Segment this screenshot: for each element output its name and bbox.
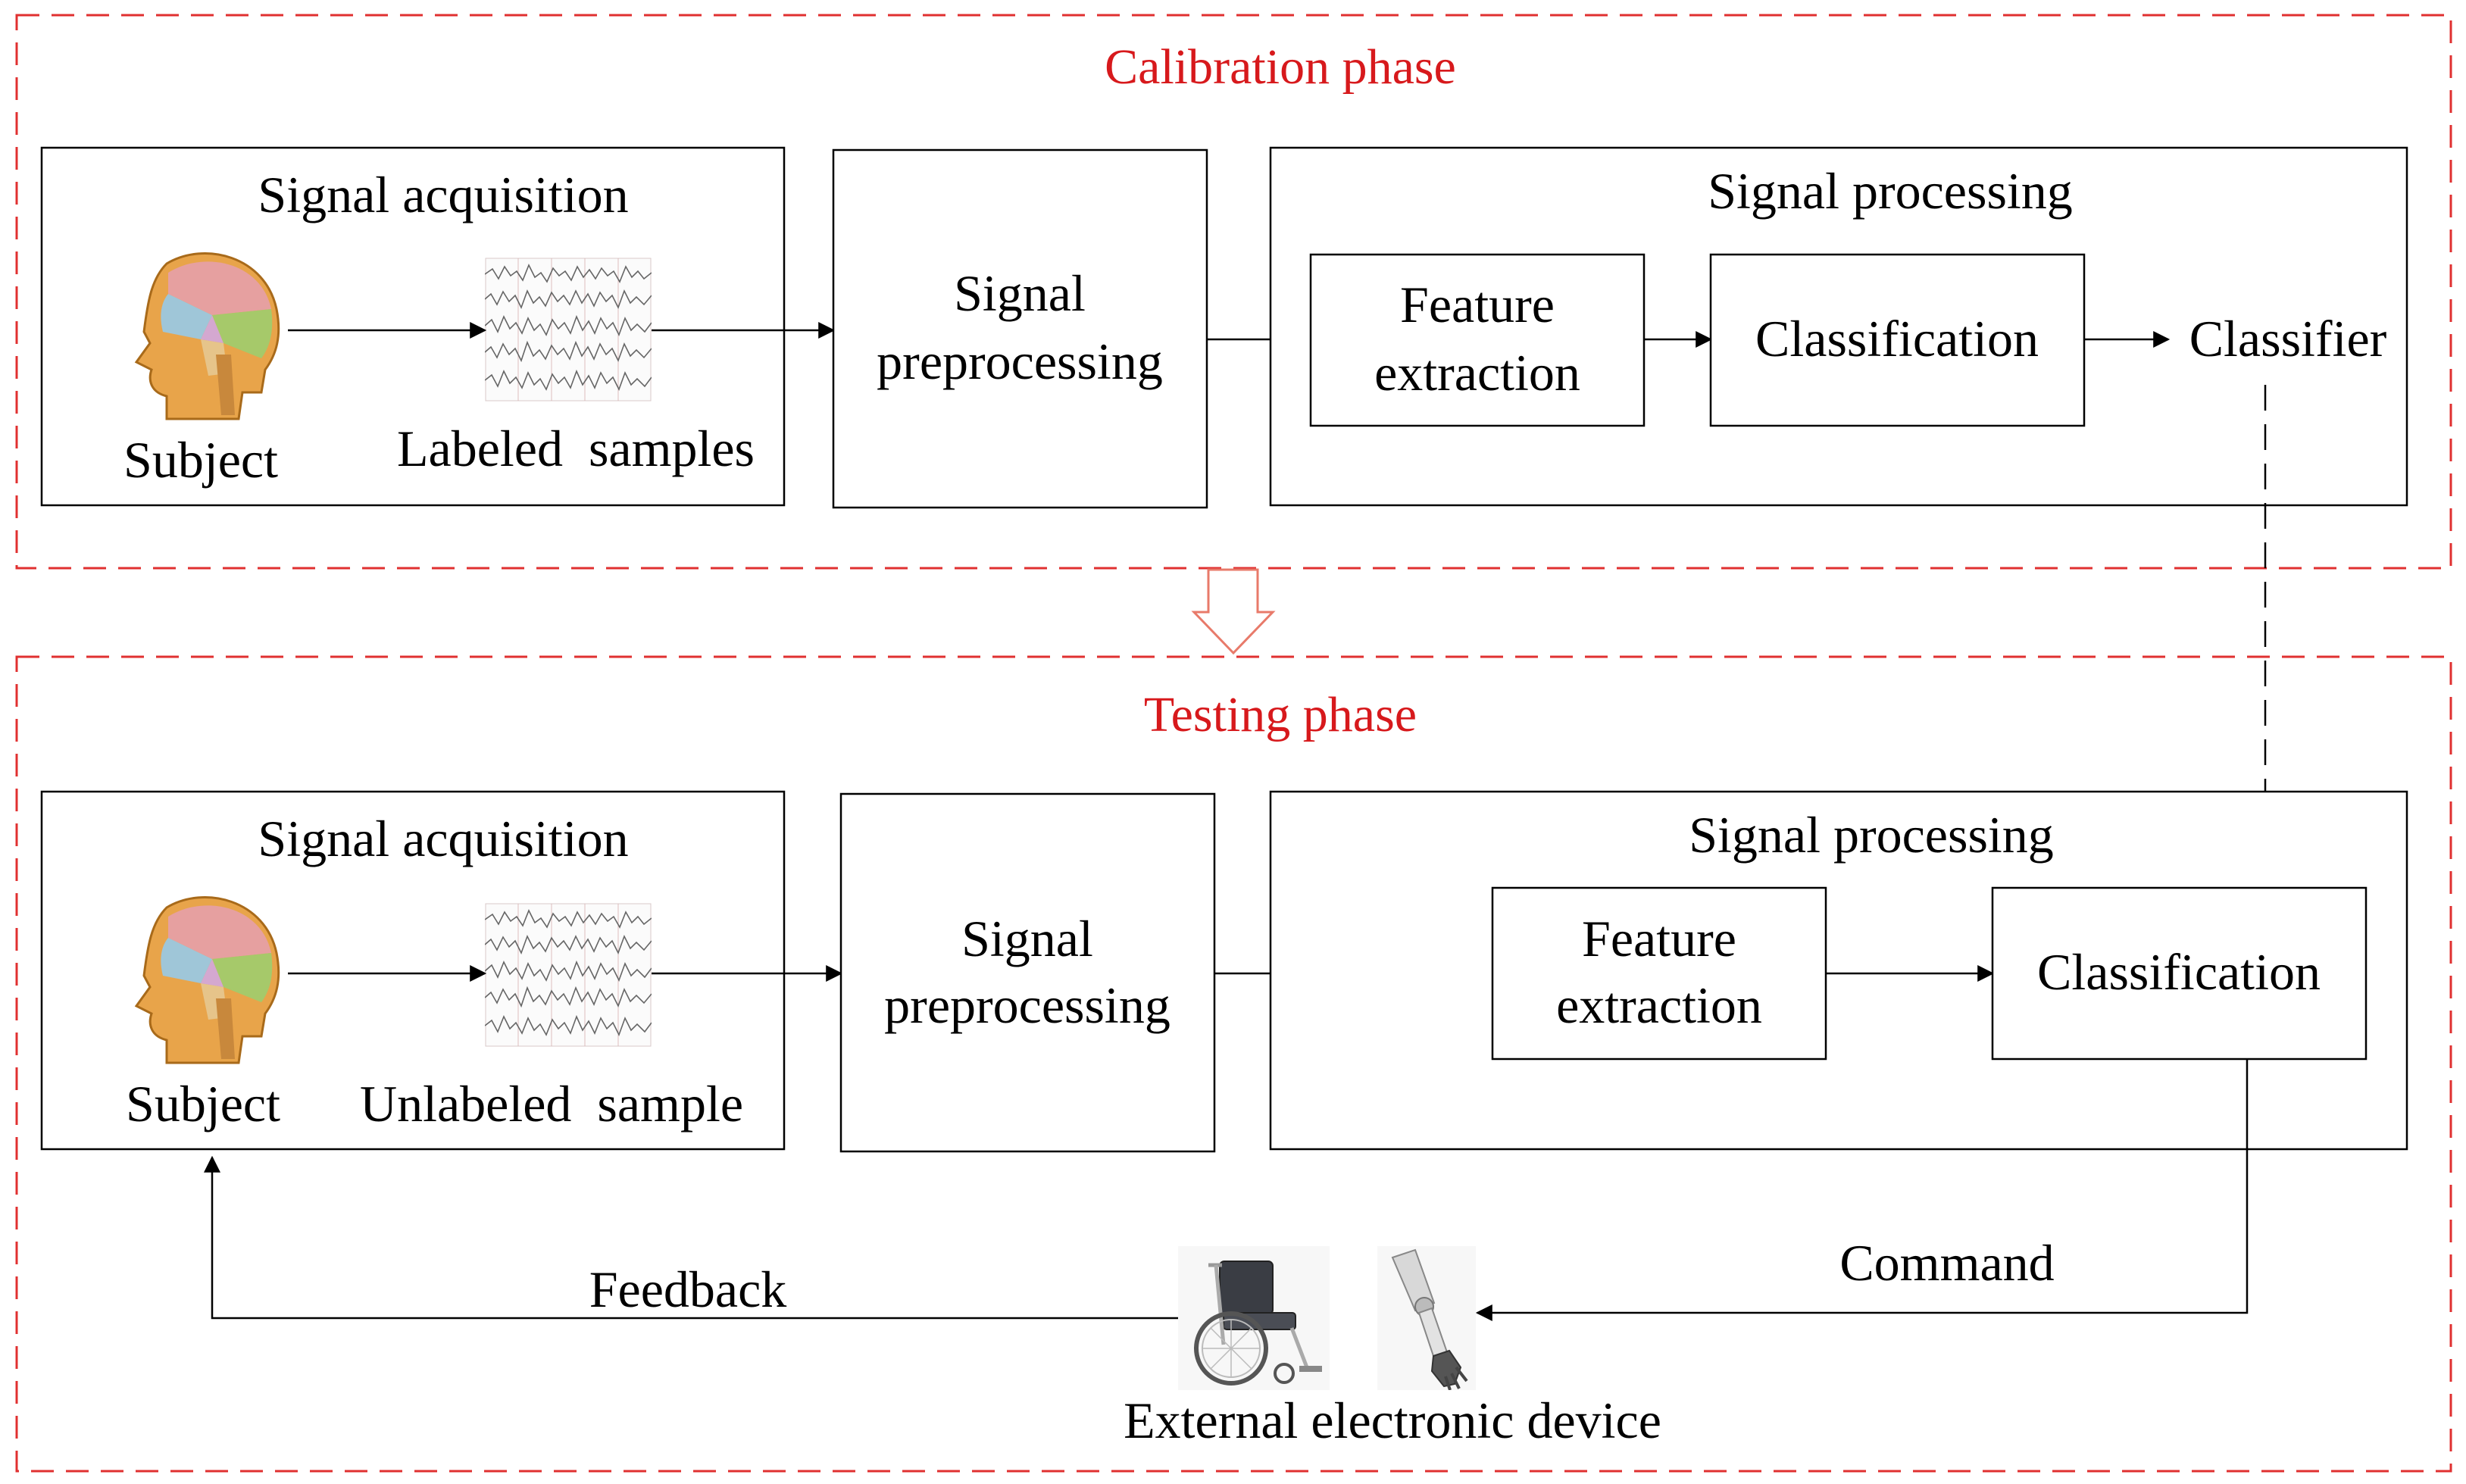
calibration-classification-box bbox=[1709, 253, 2086, 427]
calibration-feature-extraction-box bbox=[1309, 253, 1646, 427]
testing-phase: Testing phase Signal acquisition Subject… bbox=[15, 655, 2452, 1473]
calibration-eeg-waveform-icon bbox=[485, 258, 652, 401]
calibration-preprocessing-line2: preprocessing bbox=[877, 333, 1163, 390]
calibration-preprocessing-box bbox=[832, 148, 1208, 509]
calibration-acquisition-title: Signal acquisition bbox=[258, 166, 628, 223]
testing-feature-extraction-box bbox=[1491, 886, 1827, 1061]
calibration-subject-label: Subject bbox=[123, 431, 278, 489]
testing-phase-title: Testing phase bbox=[1144, 687, 1417, 742]
calibration-feature-line1: Feature bbox=[1400, 276, 1555, 333]
wheelchair-icon bbox=[1178, 1246, 1330, 1390]
testing-preprocessing-line1: Signal bbox=[961, 910, 1093, 967]
testing-preprocessing-box bbox=[839, 792, 1216, 1153]
testing-samples-label: Unlabeled sample bbox=[360, 1075, 743, 1133]
calibration-classification-label: Classification bbox=[1755, 310, 2039, 367]
testing-eeg-waveform-icon bbox=[485, 903, 652, 1047]
calibration-feature-line2: extraction bbox=[1374, 344, 1580, 401]
testing-subject-label: Subject bbox=[126, 1075, 280, 1133]
command-label: Command bbox=[1839, 1234, 2054, 1292]
calibration-processing-title: Signal processing bbox=[1708, 162, 2073, 220]
device-label: External electronic device bbox=[1124, 1392, 1661, 1449]
testing-classification-box bbox=[1991, 886, 2368, 1061]
feedback-label: Feedback bbox=[589, 1261, 787, 1318]
testing-feature-line1: Feature bbox=[1582, 910, 1736, 967]
command-arrow bbox=[1475, 1059, 2249, 1321]
calibration-samples-label: Labeled samples bbox=[397, 420, 755, 477]
testing-classification-label: Classification bbox=[2037, 943, 2321, 1001]
calibration-phase: Calibration phase Signal acquisition Sub… bbox=[15, 14, 2452, 570]
feedback-arrow bbox=[204, 1155, 1178, 1320]
testing-processing-title: Signal processing bbox=[1689, 806, 2054, 864]
testing-feature-line2: extraction bbox=[1556, 976, 1762, 1034]
robotic-arm-icon bbox=[1377, 1246, 1476, 1390]
calibration-classifier-label: Classifier bbox=[2189, 310, 2387, 367]
testing-preprocessing-line2: preprocessing bbox=[884, 976, 1170, 1034]
calibration-phase-title: Calibration phase bbox=[1105, 39, 1456, 95]
testing-acquisition-title: Signal acquisition bbox=[258, 810, 628, 867]
testing-phase-border bbox=[15, 655, 2452, 1473]
hollow-down-arrow-icon bbox=[1191, 568, 1276, 655]
calibration-phase-border bbox=[15, 14, 2452, 570]
calibration-preprocessing-line1: Signal bbox=[954, 264, 1086, 322]
